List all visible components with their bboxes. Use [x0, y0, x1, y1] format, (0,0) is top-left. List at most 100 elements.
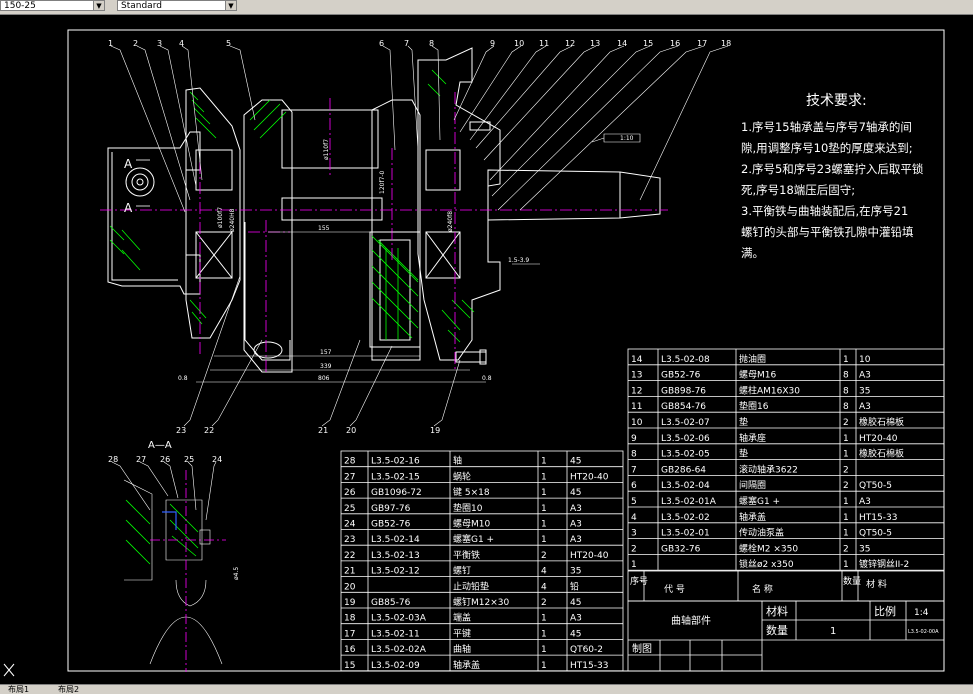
chevron-down-icon[interactable]: ▼ [225, 1, 236, 10]
bom-cell: QT60-2 [570, 645, 603, 655]
bom-cell: 20 [344, 582, 356, 592]
bom-cell: GB32-76 [661, 544, 701, 554]
bom-cell: A3 [570, 535, 582, 545]
part-name: 曲轴部件 [671, 614, 711, 627]
balloon-17: 17 [697, 39, 707, 48]
balloon-16: 16 [670, 39, 680, 48]
bom-cell: 垫圈16 [739, 400, 769, 412]
bom-cell: 1 [843, 529, 849, 539]
bom-cell: QT50-5 [859, 481, 892, 491]
header-seq: 序号 [630, 575, 648, 587]
bom-cell: 4 [541, 567, 547, 577]
bom-cell: 4 [631, 513, 637, 523]
bom-cell: GB854-76 [661, 402, 706, 412]
section-label: A—A [148, 440, 172, 451]
bom-cell: A3 [570, 504, 582, 514]
bom-cell: 28 [344, 457, 356, 467]
toolbar: 150-25 ▼ Standard ▼ [0, 0, 973, 15]
bom-cell: 1 [843, 560, 849, 570]
view-arrows [136, 159, 150, 207]
bom-cell: 2 [843, 465, 849, 475]
balloon-3: 3 [157, 39, 162, 48]
bom-cell: 蜗轮 [453, 470, 471, 482]
bom-cell: 25 [344, 504, 355, 514]
bom-cell: 键 5×18 [453, 486, 490, 498]
bom-cell: 1 [541, 645, 547, 655]
balloon-1: 1 [108, 39, 113, 48]
bom-cell: 1 [541, 488, 547, 498]
bom-cell: L3.5-02-16 [371, 457, 420, 467]
bom-cell: 23 [344, 535, 355, 545]
bom-cell: 传动油泵盖 [739, 527, 784, 539]
bom-cell: 1 [541, 520, 547, 530]
bom-cell: 1 [843, 450, 849, 460]
bom-cell: 8 [843, 371, 849, 381]
balloon-18: 18 [721, 39, 731, 48]
bom-cell: 5 [631, 497, 637, 507]
bom-cell: 2 [631, 544, 637, 554]
balloon-12: 12 [565, 39, 575, 48]
bom-cell: 轴承座 [739, 432, 766, 444]
bom-cell: 端盖 [453, 612, 471, 624]
bom-cell: 螺柱AM16X30 [739, 384, 800, 396]
dim-gap: 1.5-3.9 [508, 257, 529, 264]
title-block: 曲轴部件 材料 数量 1 比例 1:4 制图 L3.5-02-00A [627, 600, 945, 672]
dimension-texts: 155 157 339 806 ø110f7 ø240H8 ø100f7 ø24… [178, 135, 634, 382]
bom-cell: A3 [859, 497, 871, 507]
view-mark-a-top: A [124, 157, 133, 171]
balloon-19: 19 [430, 426, 440, 435]
view-marks: A A [124, 157, 133, 215]
bom-cell: 24 [344, 520, 356, 530]
tab-layout-1[interactable]: 布局1 [8, 685, 30, 694]
tab-layout-2[interactable]: 布局2 [58, 685, 80, 694]
bom-cell: 垫 [739, 448, 748, 460]
bom-cell: 平衡铁 [453, 549, 480, 561]
layer-combo[interactable]: 150-25 ▼ [0, 0, 105, 11]
dim-taper: 1:10 [620, 135, 634, 142]
style-combo-value: Standard [121, 1, 162, 11]
bom-cell: HT20-40 [570, 472, 609, 482]
bom-cell: 35 [859, 544, 870, 554]
bom-cell: 1 [843, 497, 849, 507]
bom-cell: L3.5-02-02A [371, 645, 427, 655]
balloon-leaders [110, 45, 729, 427]
header-name: 名 称 [752, 583, 773, 595]
tech-line-3: 2.序号5和序号23螺塞拧入后取平锁 [741, 162, 924, 176]
chevron-down-icon[interactable]: ▼ [93, 1, 104, 10]
text-style-combo[interactable]: Standard ▼ [117, 0, 237, 11]
bom-cell: GB85-76 [371, 598, 411, 608]
bom-cell: L3.5-02-01A [661, 497, 717, 507]
bom-cell: 26 [344, 488, 356, 498]
bom-cell: 35 [859, 386, 870, 396]
balloon-25: 25 [184, 455, 194, 464]
dim-339: 339 [320, 363, 332, 370]
bom-cell: 8 [631, 450, 637, 460]
qty-value: 1 [830, 626, 836, 637]
bottom-balloons: 23 22 21 20 19 [176, 426, 440, 435]
bom-cell: L3.5-02-13 [371, 551, 420, 561]
balloon-24: 24 [212, 455, 222, 464]
bom-cell: 滚动轴承3622 [739, 463, 798, 475]
bom-cell: 2 [843, 418, 849, 428]
centerlines [100, 92, 668, 372]
bom-cell: 1 [541, 629, 547, 639]
bom-cell: L3.5-02-08 [661, 355, 710, 365]
bom-cell: 14 [631, 355, 643, 365]
bom-cell: 27 [344, 472, 355, 482]
dim-157: 157 [320, 349, 332, 356]
bom-cell: 12 [631, 386, 642, 396]
bom-cell: 间隔圈 [739, 479, 766, 491]
bom-cell: 螺母M10 [453, 519, 490, 530]
cad-drawing[interactable]: 155 157 339 806 ø110f7 ø240H8 ø100f7 ø24… [0, 14, 973, 684]
tech-line-6: 螺钉的头部与平衡铁孔隙中灌铅填 [741, 225, 914, 239]
bom-cell: GB52-76 [661, 371, 701, 381]
bom-cell: 1 [541, 535, 547, 545]
balloon-6: 6 [379, 39, 384, 48]
bom-cell: 13 [631, 371, 642, 381]
bom-cell: 15 [344, 661, 355, 671]
balloon-27: 27 [136, 455, 146, 464]
top-balloons: 1 2 3 4 5 6 7 8 9 10 11 12 13 14 15 16 1… [108, 39, 731, 48]
bom-cell: 1 [843, 434, 849, 444]
bom-cell: 轴承盖 [453, 659, 480, 671]
